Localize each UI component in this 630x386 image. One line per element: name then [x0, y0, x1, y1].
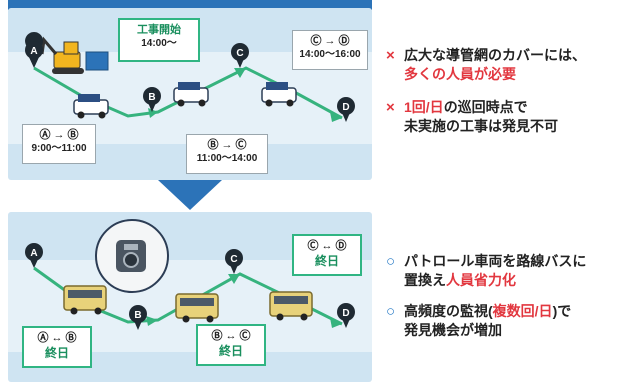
- cross-icon: ×: [386, 47, 395, 64]
- pin-c-label: C: [236, 48, 243, 59]
- pin-b: B: [143, 87, 161, 112]
- route-arrow-head: [330, 318, 342, 328]
- transition-arrow: [158, 180, 222, 210]
- problem-1-line1: 広大な導管網のカバーには、: [404, 47, 586, 63]
- segment-cd-route: Ⓒ → Ⓓ: [310, 35, 350, 47]
- segment-ab-box: Ⓐ → Ⓑ 9:00〜11:00: [22, 124, 96, 164]
- pin-c: C: [231, 43, 249, 68]
- pin-a: A: [25, 32, 44, 68]
- problem-item-1: × 広大な導管網のカバーには、 多くの人員が必要: [386, 46, 586, 83]
- pin-b: B: [129, 305, 147, 330]
- pin-a: A: [25, 243, 43, 268]
- segment-bc-time: 11:00〜14:00: [196, 153, 258, 164]
- benefit-item-1: ○ パトロール車両を路線バスに 置換え人員省力化: [386, 252, 586, 289]
- problem-1-line2: 多くの人員が必要: [404, 66, 516, 82]
- benefit-1-line1: パトロール車両を路線バスに: [404, 253, 587, 269]
- segment-bc-box: Ⓑ ↔ Ⓒ 終日: [196, 324, 266, 366]
- work-start-time: 14:00〜: [141, 38, 177, 49]
- problem-2-line2: 未実施の工事は発見不可: [404, 118, 558, 134]
- pin-b-label: B: [134, 310, 141, 321]
- segment-bc-value: 終日: [218, 344, 243, 358]
- problem-2-highlight: 1回/日: [404, 99, 444, 115]
- bus-icon: [269, 291, 313, 321]
- benefit-2-line2: 発見機会が増加: [404, 322, 502, 338]
- problem-2-line1: の巡回時点で: [443, 99, 528, 115]
- excavator-icon: [40, 36, 109, 74]
- segment-cd-time: 14:00〜16:00: [299, 49, 361, 60]
- pin-c-label: C: [230, 254, 237, 265]
- pin-d: D: [337, 97, 355, 122]
- patrol-car-icon: [73, 94, 109, 119]
- route-arrow-head: [228, 274, 240, 284]
- route-arrow-head: [234, 68, 246, 78]
- benefit-2-line1-post: )で: [552, 303, 572, 319]
- benefit-1-highlight: 人員省力化: [446, 272, 516, 288]
- pin-b-label: B: [148, 92, 155, 103]
- route-arrow-head: [330, 112, 342, 122]
- route-arrow-head: [148, 108, 158, 118]
- circle-icon: ○: [386, 303, 396, 320]
- pin-c: C: [225, 249, 243, 274]
- patrol-car-icon: [173, 82, 209, 107]
- segment-cd-box: Ⓒ ↔ Ⓓ 終日: [292, 234, 362, 276]
- cross-icon: ×: [386, 99, 395, 116]
- benefit-item-2: ○ 高頻度の監視(複数回/日)で 発見機会が増加: [386, 302, 571, 339]
- benefit-2-line1-pre: 高頻度の監視(: [404, 303, 493, 319]
- segment-cd-value: 終日: [314, 254, 339, 268]
- route-arrow-head: [146, 316, 158, 326]
- pin-d: D: [337, 303, 355, 328]
- segment-ab-route: Ⓐ → Ⓑ: [39, 129, 79, 141]
- bus-route-map: A B C D: [25, 219, 355, 330]
- segment-ab-box: Ⓐ ↔ Ⓑ 終日: [22, 326, 92, 368]
- work-start-box: 工事開始 14:00〜: [118, 18, 200, 62]
- circle-icon: ○: [386, 253, 396, 270]
- bus-icon: [63, 285, 107, 315]
- segment-ab-route: Ⓐ ↔ Ⓑ: [37, 332, 77, 344]
- work-start-title: 工事開始: [137, 24, 181, 36]
- segment-ab-time: 9:00〜11:00: [31, 143, 87, 154]
- segment-cd-route: Ⓒ ↔ Ⓓ: [307, 240, 347, 252]
- benefit-2-highlight: 複数回/日: [492, 303, 553, 319]
- pin-d-label: D: [342, 308, 349, 319]
- pin-d-label: D: [342, 102, 349, 113]
- segment-cd-box: Ⓒ → Ⓓ 14:00〜16:00: [292, 30, 368, 70]
- benefit-1-line2: 置換え: [404, 272, 446, 288]
- patrol-car-panel: A B C D 工事開始 14:00〜 Ⓐ → Ⓑ 9:00〜11:00 Ⓑ →…: [8, 8, 372, 180]
- segment-bc-box: Ⓑ → Ⓒ 11:00〜14:00: [186, 134, 268, 174]
- bus-icon: [175, 293, 219, 323]
- segment-bc-route: Ⓑ ↔ Ⓒ: [211, 330, 251, 342]
- patrol-car-icon: [261, 82, 297, 107]
- pin-a-label: A: [30, 46, 37, 57]
- bus-panel: A B C D Ⓐ ↔ Ⓑ 終日 Ⓑ ↔ Ⓒ 終日 Ⓒ ↔ Ⓓ 終日: [8, 212, 372, 382]
- patrol-route-map: A B C D: [25, 32, 355, 122]
- segment-ab-value: 終日: [44, 346, 69, 360]
- problem-item-2: × 1回/日の巡回時点で 未実施の工事は発見不可: [386, 98, 558, 135]
- camera-callout-icon: [95, 219, 169, 293]
- pin-a-label: A: [30, 248, 37, 259]
- segment-bc-route: Ⓑ → Ⓒ: [207, 139, 247, 151]
- top-accent-bar: [8, 0, 372, 10]
